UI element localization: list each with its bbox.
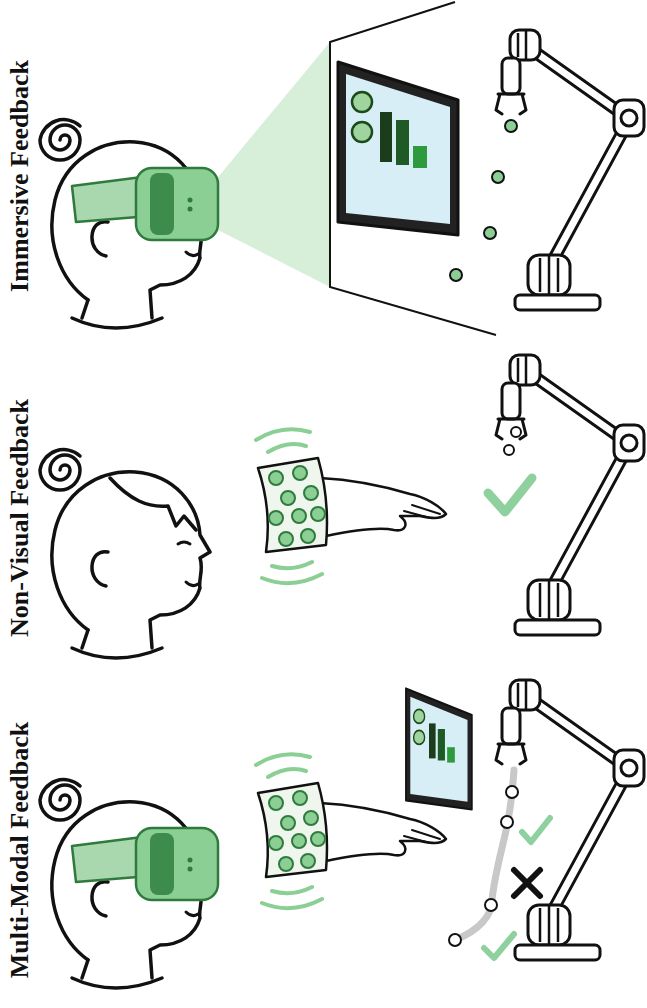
vr-headset: [72, 168, 218, 240]
trajectory-dot: [504, 445, 514, 455]
hair-bangs: [110, 478, 196, 544]
person-group: [40, 780, 218, 988]
trajectory-path: [455, 770, 514, 940]
trajectory-dot: [505, 120, 517, 132]
panel-title: Multi-Modal Feedback: [5, 722, 35, 978]
vr-headset: [72, 828, 218, 900]
check-mark: [522, 818, 550, 842]
trajectory-dot: [492, 171, 504, 183]
monitor: [406, 688, 472, 809]
trajectory-dot: [506, 786, 518, 798]
trajectory-dot: [449, 934, 461, 946]
monitor: [338, 62, 458, 235]
trajectory-dots: [450, 120, 517, 281]
haptic-wristband: [256, 429, 446, 583]
haptic-wristband: [256, 754, 446, 908]
check-mark: [488, 478, 532, 512]
trajectory-dot: [511, 427, 521, 437]
check-mark: [484, 934, 514, 958]
panel-title: Non-Visual Feedback: [5, 399, 35, 637]
trajectory-dot: [501, 816, 513, 828]
monitor-group: [406, 688, 472, 809]
wall-outline: [330, 2, 496, 335]
trajectory-dot: [485, 899, 497, 911]
view-beam: [214, 42, 330, 287]
wristband-group: [256, 754, 446, 908]
trajectory-points: [449, 786, 518, 946]
robot-group: [496, 680, 644, 960]
robot-arm: [496, 680, 644, 960]
cross-mark: [514, 870, 540, 896]
trajectory-dot: [450, 269, 462, 281]
trajectory-dot: [484, 227, 496, 239]
person-group: [40, 450, 210, 658]
robot-arm: [496, 30, 644, 310]
head-profile: [40, 450, 210, 658]
panel-title: Immersive Feedback: [5, 60, 35, 292]
